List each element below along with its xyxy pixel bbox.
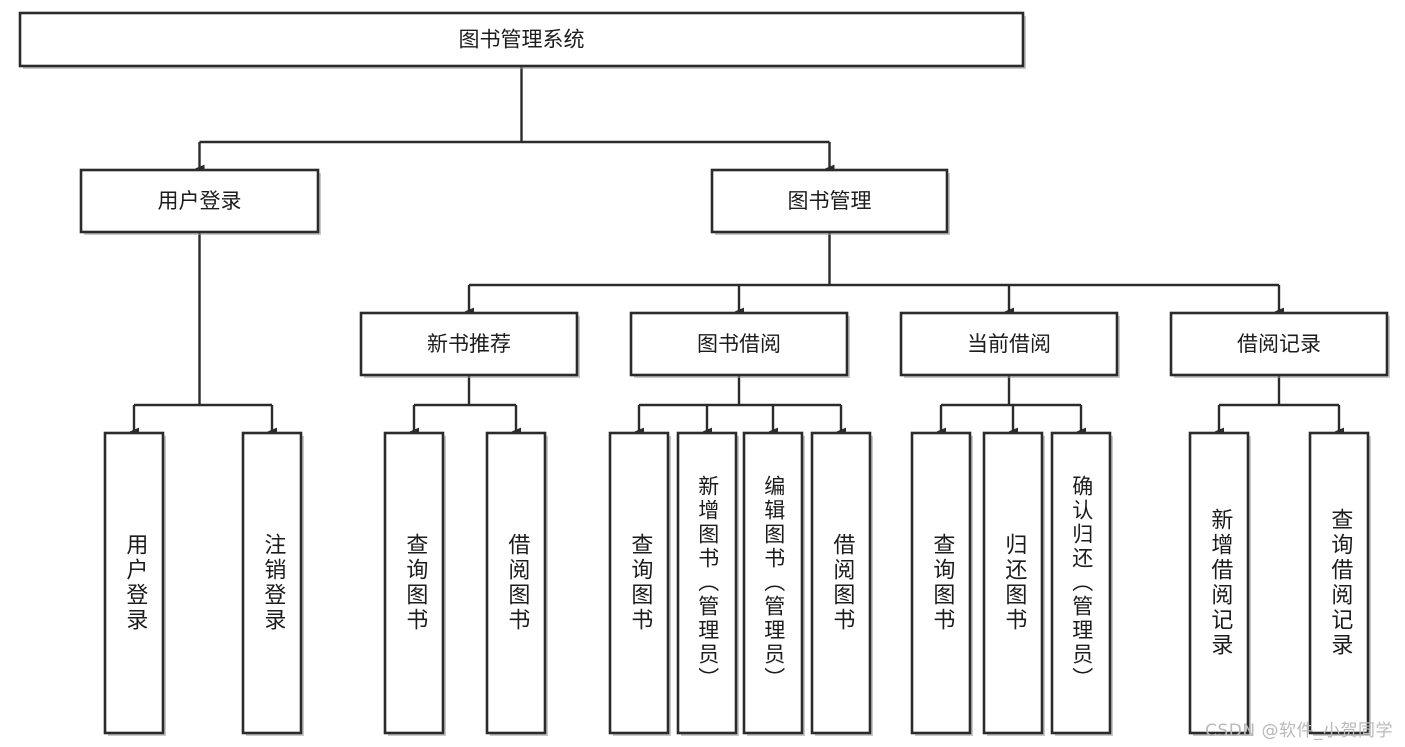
leaf-box-leaf-logout[interactable] [241, 431, 303, 735]
node-label-borrow-record: 借阅记录 [1237, 332, 1321, 356]
edge-layer [129, 66, 1344, 436]
node-box-borrow-record[interactable] [1169, 311, 1389, 377]
node-label-book-borrow: 图书借阅 [697, 332, 781, 356]
node-box-root[interactable] [18, 11, 1025, 68]
leaf-box-leaf-user-login[interactable] [103, 431, 165, 735]
node-layer [18, 11, 1390, 736]
leaf-box-leaf-return-book[interactable] [982, 431, 1044, 735]
leaf-box-leaf-borrow-book-2[interactable] [810, 431, 872, 735]
leaf-box-leaf-add-record[interactable] [1188, 431, 1250, 735]
node-box-current-borrow[interactable] [899, 311, 1119, 377]
node-label-user-login: 用户登录 [158, 189, 242, 213]
node-box-book-borrow[interactable] [629, 311, 849, 377]
node-box-user-login[interactable] [79, 168, 320, 234]
leaf-box-leaf-edit-book[interactable] [742, 431, 804, 735]
node-box-book-manage[interactable] [710, 168, 949, 234]
node-label-new-book-recommend: 新书推荐 [427, 332, 511, 356]
leaf-box-leaf-confirm-return[interactable] [1050, 431, 1112, 735]
leaf-box-leaf-query-book-3[interactable] [910, 431, 972, 735]
leaf-box-leaf-query-book-1[interactable] [383, 431, 445, 735]
node-box-new-book-recommend[interactable] [359, 311, 579, 377]
node-label-current-borrow: 当前借阅 [967, 332, 1051, 356]
leaf-box-leaf-borrow-book-1[interactable] [485, 431, 547, 735]
leaf-box-leaf-query-book-2[interactable] [608, 431, 670, 735]
leaf-box-leaf-add-book[interactable] [676, 431, 738, 735]
node-label-root: 图书管理系统 [459, 28, 585, 52]
leaf-box-leaf-query-record[interactable] [1308, 431, 1370, 735]
node-label-book-manage: 图书管理 [788, 189, 872, 213]
csdn-watermark: CSDN @软件_小贺同学 [1205, 721, 1393, 741]
